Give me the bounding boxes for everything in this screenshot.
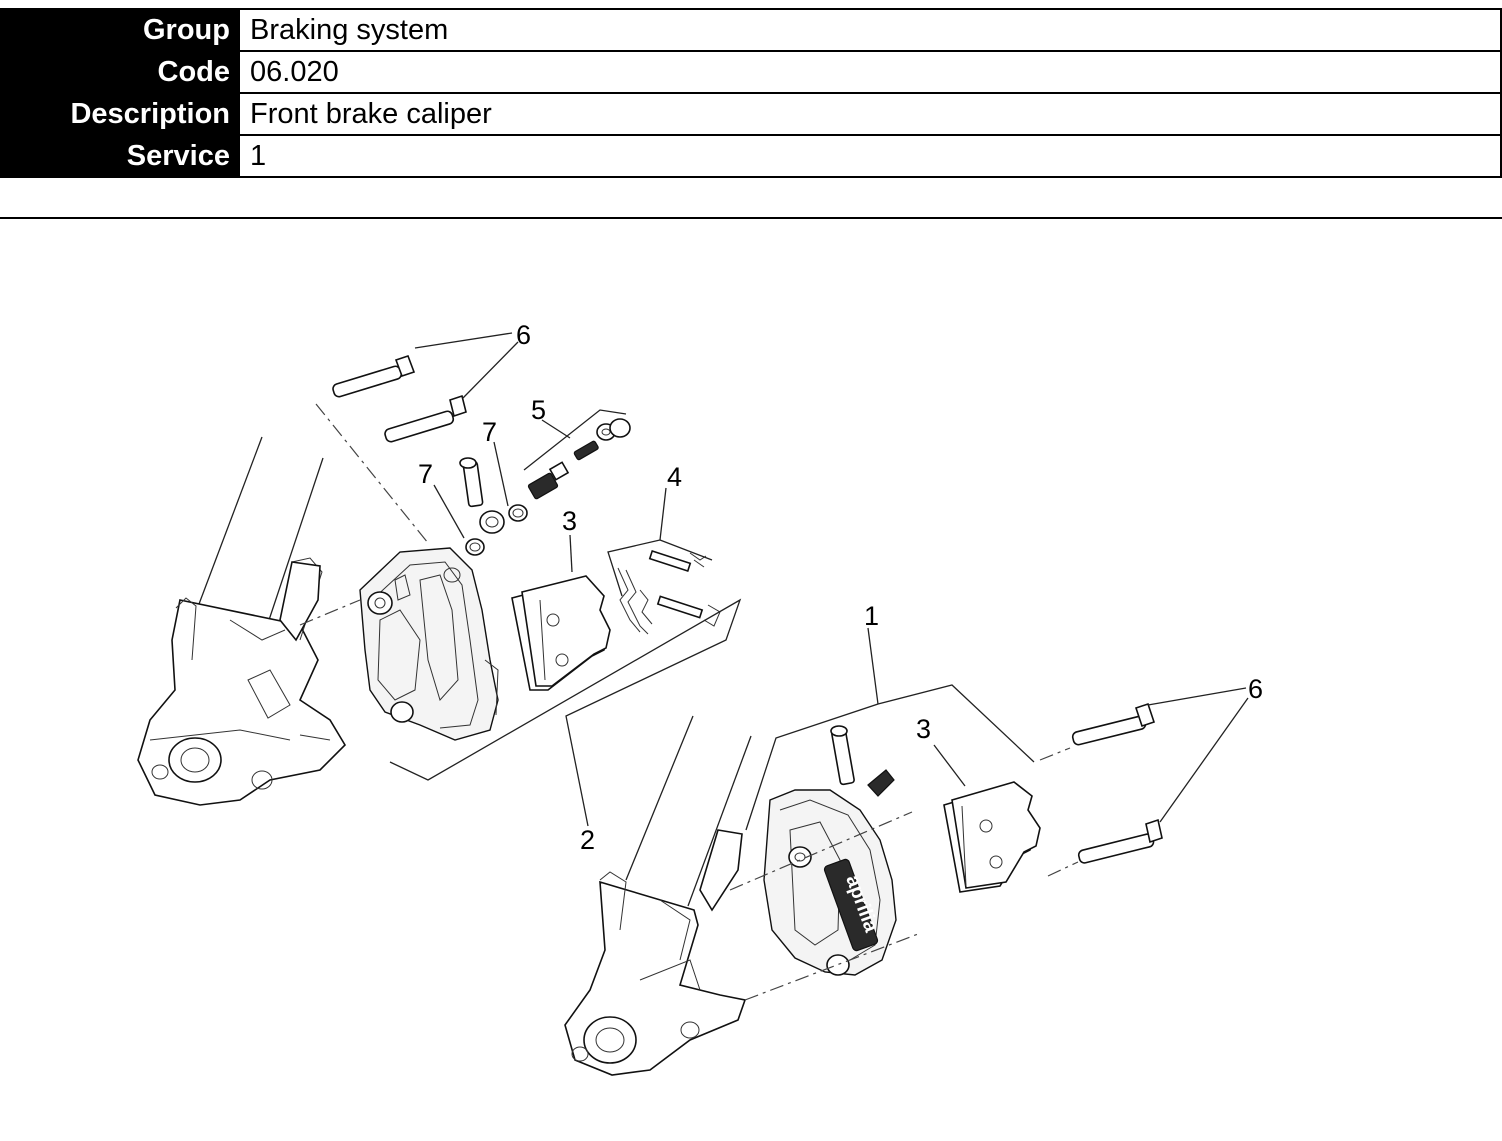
code-label: Code [0, 50, 240, 94]
callout-3-right: 3 [916, 714, 931, 744]
right-fork-leg [564, 715, 752, 1076]
description-label: Description [0, 92, 240, 136]
callout-2: 2 [580, 825, 595, 855]
leader-6b-2 [1159, 697, 1249, 823]
right-axis-line-upper [729, 811, 913, 891]
leader-6b-1 [1147, 687, 1247, 706]
left-axis-line-upper [315, 403, 429, 544]
callout-4: 4 [667, 462, 682, 492]
callout-3-left: 3 [562, 506, 577, 536]
info-row-description: Description Front brake caliper [0, 92, 1502, 136]
right-brake-pads [943, 781, 1041, 893]
group-value: Braking system [238, 8, 1502, 52]
left-fork-leg [137, 436, 347, 806]
callout-6-left: 6 [516, 320, 531, 350]
part-info-table: Group Braking system Code 06.020 Descrip… [0, 8, 1502, 178]
description-value: Front brake caliper [238, 92, 1502, 136]
leader-3a [569, 534, 573, 573]
leader-6a-2 [462, 341, 519, 399]
leader-5 [523, 409, 627, 471]
left-brake-caliper [359, 547, 499, 741]
right-axis-line-bolt-upper [1039, 747, 1071, 761]
right-mounting-bolts [1071, 702, 1163, 864]
callout-7-lower: 7 [418, 459, 433, 489]
code-value: 06.020 [238, 50, 1502, 94]
leader-3b [933, 744, 966, 787]
left-pad-pin-kit [617, 550, 721, 635]
info-row-code: Code 06.020 [0, 50, 1502, 94]
left-banjo-bolt [459, 457, 528, 556]
callout-6-right: 6 [1248, 674, 1263, 704]
group-label: Group [0, 8, 240, 52]
leader-4 [607, 487, 713, 597]
right-axis-line-bolt-lower [1047, 861, 1079, 877]
service-value: 1 [238, 134, 1502, 178]
header-separator [0, 217, 1502, 219]
service-label: Service [0, 134, 240, 178]
left-bleeder-valve-kit [527, 418, 631, 500]
leader-2 [389, 598, 742, 827]
left-brake-pads [511, 575, 611, 691]
info-row-group: Group Braking system [0, 8, 1502, 52]
info-row-service: Service 1 [0, 134, 1502, 178]
leader-7a [493, 441, 509, 507]
callout-5: 5 [531, 395, 546, 425]
right-axis-line-lower [744, 933, 919, 1001]
leader-7b [433, 484, 465, 539]
callout-7-upper: 7 [482, 417, 497, 447]
leader-1 [745, 627, 1035, 831]
left-axis-line-lower [299, 599, 361, 626]
left-mounting-bolts [332, 354, 467, 443]
right-brake-caliper: aprilia [763, 725, 897, 976]
leader-6a-1 [414, 332, 513, 349]
callout-1: 1 [864, 601, 879, 631]
